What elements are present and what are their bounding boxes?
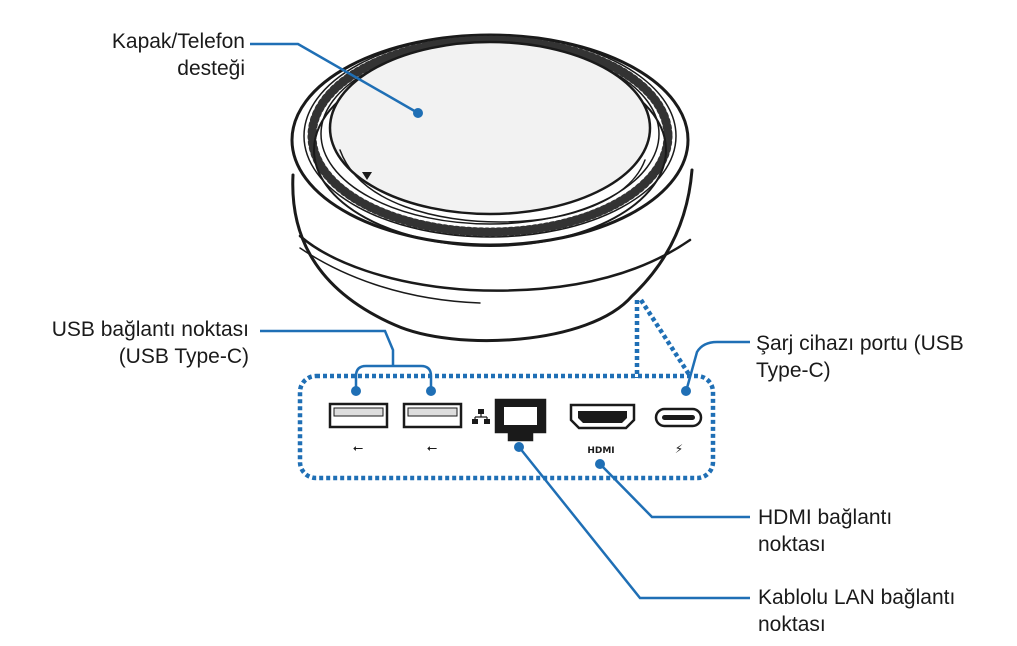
cover-plate xyxy=(328,40,652,216)
leader-lines xyxy=(250,42,750,600)
hdmi-mark: HDMI xyxy=(587,446,614,456)
dock-device xyxy=(290,33,694,343)
port-symbols: ⭠ ⭠ HDMI ⚡ xyxy=(353,409,683,456)
label-lan-line1: Kablolu LAN bağlantı xyxy=(758,586,956,609)
label-hdmi-line2: noktası xyxy=(758,533,826,556)
label-usb-line2: (USB Type-C) xyxy=(118,345,249,368)
label-charger: Şarj cihazı portu (USB Type-C) xyxy=(756,330,964,384)
label-usb: USB bağlantı noktası (USB Type-C) xyxy=(52,316,249,370)
label-lan-line2: noktası xyxy=(758,613,826,636)
port-panel-outline xyxy=(297,298,716,481)
label-cover-line2: desteği xyxy=(177,57,245,80)
label-usb-line1: USB bağlantı noktası xyxy=(51,318,249,341)
leader-charger xyxy=(685,340,750,389)
leader-lan xyxy=(518,446,750,600)
usb-symbol-icon: ⭠ xyxy=(353,441,363,456)
label-lan: Kablolu LAN bağlantı noktası xyxy=(758,584,955,638)
leader-usb xyxy=(260,329,395,365)
usb-symbol-icon: ⭠ xyxy=(427,441,437,456)
usb-port-1 xyxy=(328,402,389,429)
label-hdmi-line1: HDMI bağlantı xyxy=(758,506,893,529)
label-charger-line1: Şarj cihazı portu (USB xyxy=(756,332,964,355)
charger-symbol-icon: ⚡ xyxy=(675,442,683,456)
network-icon xyxy=(472,409,490,424)
label-cover: Kapak/Telefon desteği xyxy=(112,28,245,82)
ports xyxy=(328,398,703,442)
leader-hdmi xyxy=(599,463,750,519)
leader-cover xyxy=(250,42,419,115)
usb-port-2 xyxy=(402,402,463,429)
label-cover-line1: Kapak/Telefon xyxy=(111,30,245,53)
hdmi-port xyxy=(569,403,636,430)
usb-c-charger-port xyxy=(654,407,703,428)
label-charger-line2: Type-C) xyxy=(756,359,831,382)
cover-arrow-mark xyxy=(362,172,372,180)
dock-vent-ring xyxy=(307,35,673,237)
lan-port xyxy=(494,398,547,442)
label-hdmi: HDMI bağlantı noktası xyxy=(758,504,892,558)
